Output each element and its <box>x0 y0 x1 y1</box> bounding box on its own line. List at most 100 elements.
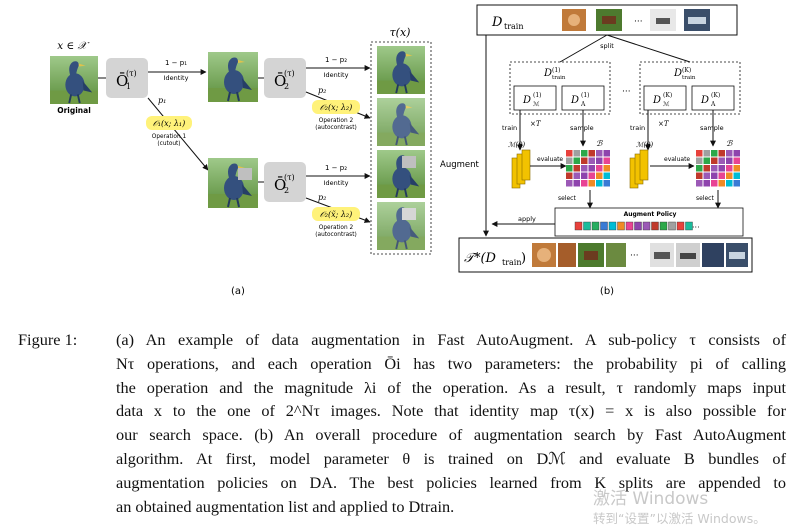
evaluate-label-k: evaluate <box>664 156 690 163</box>
tau-label: τ(x) <box>390 26 411 39</box>
policy-swatch <box>603 157 610 164</box>
policy-swatch <box>711 157 718 164</box>
sample-label-1: sample <box>570 124 594 132</box>
op1-sup: (τ) <box>126 69 137 78</box>
policy-swatch <box>574 221 583 231</box>
policy-swatch <box>696 150 703 157</box>
op2-sup-top: (τ) <box>284 69 295 78</box>
dm-k-sup: (K) <box>663 92 672 99</box>
tau-output-box <box>370 41 432 255</box>
policy-swatch <box>603 150 610 157</box>
policy-swatch <box>711 172 718 179</box>
policy-swatch <box>726 165 733 172</box>
policy-swatch <box>703 172 710 179</box>
policy-swatch <box>603 180 610 187</box>
policy-swatch <box>718 180 725 187</box>
policy-swatch <box>581 180 588 187</box>
policy-swatch <box>581 172 588 179</box>
op2-symbol-bottom: Ō <box>274 176 286 194</box>
policy-swatch <box>696 172 703 179</box>
policy-swatch <box>668 221 676 231</box>
bundle-label-1: ℬ <box>596 139 603 148</box>
output-image-4 <box>376 202 426 250</box>
output-image-2 <box>376 98 426 146</box>
policy-swatch <box>566 165 573 172</box>
policy-swatch <box>718 157 725 164</box>
da-1-sup: (1) <box>581 92 590 99</box>
policy-label: Augment Policy <box>624 211 677 218</box>
policy-swatch <box>588 157 595 164</box>
splitk-label: D <box>673 68 682 79</box>
policy-swatch <box>617 221 625 231</box>
caption-line: an obtained augmentation list and applie… <box>116 496 455 516</box>
policy-swatch <box>566 150 573 157</box>
policy-swatch <box>659 221 668 231</box>
policy-swatch <box>718 150 725 157</box>
bundle-label-k: ℬ <box>726 139 733 148</box>
result-close: ) <box>521 251 526 266</box>
op2-symbol-top: Ō <box>274 72 286 90</box>
da-k-sub: A <box>710 101 716 108</box>
caption-line: augmentation policies on DA. The best po… <box>116 472 786 492</box>
da-1-sub: A <box>580 101 586 108</box>
policy-swatch <box>733 180 740 187</box>
policy-grid-1 <box>566 150 610 187</box>
op2-sub-top: 2 <box>284 82 289 91</box>
apply-label: apply <box>518 215 536 223</box>
edge-identity-label-3: Identity <box>324 179 349 187</box>
policy-swatch <box>581 150 588 157</box>
policy-swatch <box>696 180 703 187</box>
policy-row <box>574 221 693 231</box>
train-label-1: train <box>502 124 517 132</box>
policy-swatch <box>573 150 580 157</box>
dtrain-thumbnails: ··· <box>562 9 710 31</box>
figure-1: x ∈ 𝒳 Original Ō 1 (τ) 1 − p₁ Identity p… <box>50 4 753 297</box>
op2-desc2-bottom: (autocontrast) <box>315 232 356 238</box>
op1-sub: 1 <box>126 82 131 91</box>
policy-swatch <box>588 165 595 172</box>
policy-swatch <box>603 165 610 172</box>
policy-swatch <box>711 180 718 187</box>
times-t-k: ×T <box>658 120 670 128</box>
op1-desc2: (cutout) <box>157 141 180 147</box>
identity-image <box>208 52 258 102</box>
edge-p2-bottom: p₂ <box>318 193 326 202</box>
operation-1-box <box>106 58 148 98</box>
policy-swatch <box>703 157 710 164</box>
result-ellipsis: ··· <box>630 251 639 261</box>
operation-2-box-top <box>264 58 306 98</box>
policy-swatch <box>600 221 608 231</box>
edge-identity-label-1: Identity <box>164 74 189 82</box>
op2-badge-bottom-text: 𝒪₂(x̃; λ₂) <box>320 210 353 219</box>
panel-a-label: (a) <box>231 286 245 297</box>
policy-swatch <box>588 172 595 179</box>
cutout-image <box>208 158 258 208</box>
policy-swatch <box>718 165 725 172</box>
op2-badge-bottom <box>312 207 360 221</box>
augment-label: Augment <box>440 160 479 170</box>
policy-swatch <box>685 221 693 231</box>
select-label-1: select <box>558 195 576 202</box>
dtrain-ellipsis: ··· <box>634 17 643 27</box>
policy-swatch <box>566 157 573 164</box>
edge-p1-label: p₁ <box>158 96 166 105</box>
original-image <box>50 56 98 104</box>
policy-swatch <box>596 180 603 187</box>
da-k-sup: (K) <box>711 92 720 99</box>
edge-1mp1: 1 − p₁ <box>165 59 187 67</box>
dtrain-label: D <box>491 15 503 30</box>
policy-swatch <box>726 180 733 187</box>
caption-line: the operation and the magnitude λi of th… <box>116 377 786 397</box>
policy-swatch <box>596 150 603 157</box>
policy-swatch <box>718 172 725 179</box>
policy-ellipsis: ··· <box>692 223 700 232</box>
split1-label: D <box>543 68 552 79</box>
model-label-k: ℳ(θ) <box>636 141 653 149</box>
dm-1-sub: ℳ <box>533 101 540 108</box>
edge-p2-top: p₂ <box>318 86 326 95</box>
policy-swatch <box>603 172 610 179</box>
policy-swatch <box>642 221 651 231</box>
op2-sub-bottom: 2 <box>284 186 289 195</box>
policy-swatch <box>711 150 718 157</box>
caption-line: Nτ operations, and each operation Ōi has… <box>116 353 786 373</box>
